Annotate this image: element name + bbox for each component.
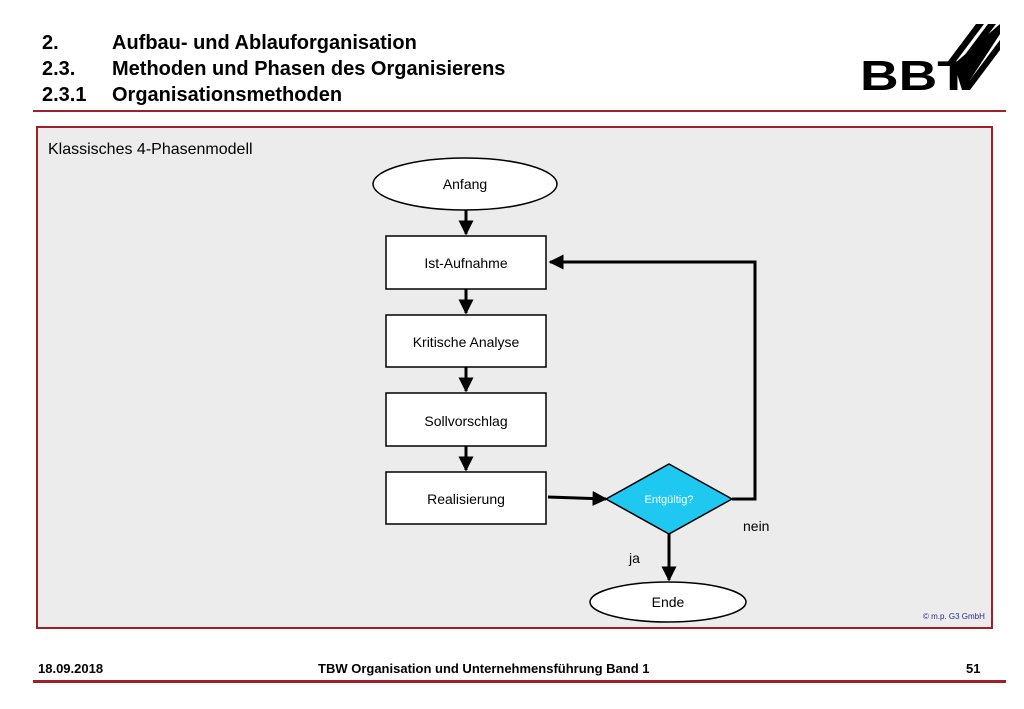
step-label-1: Ist-Aufnahme: [424, 255, 507, 271]
step-label-4: Realisierung: [427, 491, 505, 507]
footer-title: TBW Organisation und Unternehmensführung…: [318, 661, 650, 676]
heading-row-1: 2. Aufbau- und Ablauforganisation: [42, 30, 505, 56]
heading-number-3: 2.3.1: [42, 84, 87, 106]
step-sollvorschlag: Sollvorschlag: [385, 392, 547, 447]
no-label: nein: [743, 518, 769, 534]
heading-text-1: Aufbau- und Ablauforganisation: [112, 32, 417, 54]
panel-title: Klassisches 4-Phasenmodell: [48, 141, 253, 158]
logo-stripes: [946, 24, 1000, 90]
heading-text-3: Organisationsmethoden: [112, 84, 343, 106]
bbt-logo: BBT: [860, 24, 1000, 99]
start-label: Anfang: [443, 176, 487, 192]
heading-row-2: 2.3. Methoden und Phasen des Organisiere…: [42, 56, 505, 82]
logo-lettering: BBT: [860, 52, 970, 99]
arrow-real-to-decision: [547, 491, 608, 507]
start-node: Anfang: [372, 157, 558, 211]
decision-label: Entgültig?: [645, 494, 694, 506]
footer-rule: [33, 680, 1006, 683]
step-ist-aufnahme: Ist-Aufnahme: [385, 235, 547, 290]
diagram-panel: [36, 126, 993, 629]
heading-number-1: 2.: [42, 32, 59, 54]
step-realisierung: Realisierung: [385, 471, 547, 525]
footer-date: 18.09.2018: [38, 661, 104, 676]
step-label-3: Sollvorschlag: [424, 413, 507, 429]
step-label-2: Kritische Analyse: [413, 334, 520, 350]
decision-node: Entgültig?: [604, 463, 734, 535]
arrow-decision-no-loop: [548, 254, 757, 501]
end-label: Ende: [652, 594, 685, 610]
end-node: Ende: [589, 581, 747, 623]
heading-text-2: Methoden und Phasen des Organisierens: [112, 58, 506, 80]
heading-row-3: 2.3.1 Organisationsmethoden: [42, 82, 505, 108]
slide-heading: 2. Aufbau- und Ablauforganisation 2.3. M…: [42, 30, 505, 108]
yes-label: ja: [628, 550, 640, 566]
step-kritische-analyse: Kritische Analyse: [385, 314, 547, 368]
header-rule: [33, 110, 1006, 112]
heading-number-2: 2.3.: [42, 58, 76, 80]
copyright-note: © m.p. G3 GmbH: [923, 612, 985, 621]
footer-page-number: 51: [966, 661, 981, 676]
